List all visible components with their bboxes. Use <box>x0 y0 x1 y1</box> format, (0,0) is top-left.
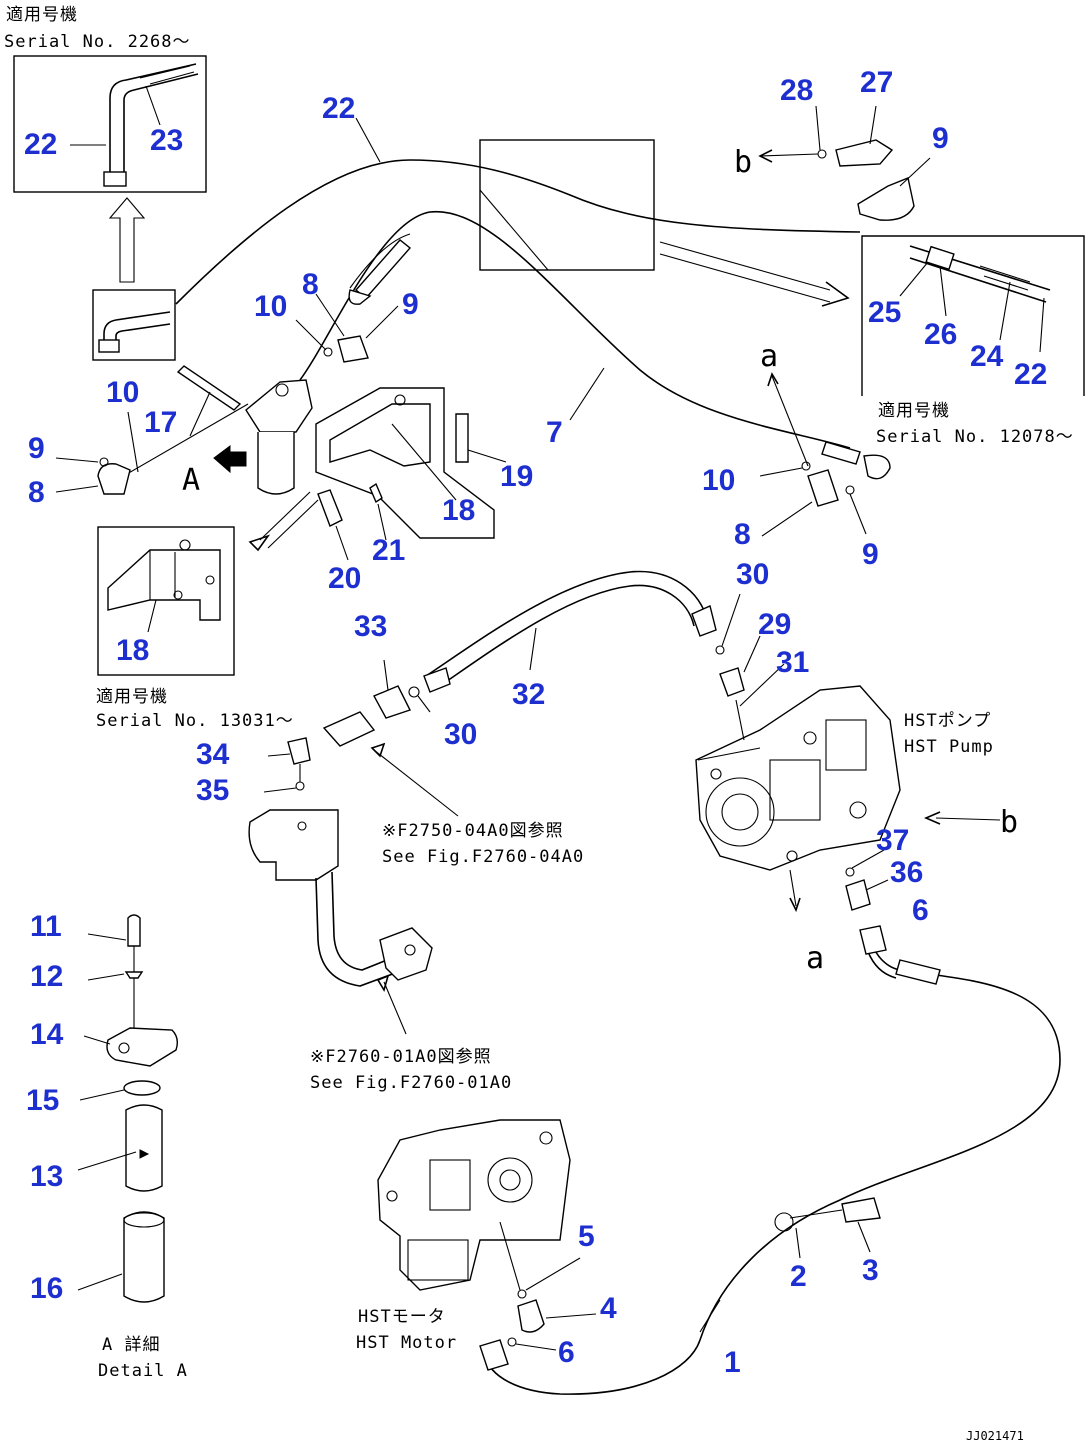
note-motor-jp: HSTモータ <box>358 1307 446 1327</box>
callout-18: 18 <box>442 494 475 527</box>
callout-33: 33 <box>354 610 387 643</box>
callout-15: 15 <box>26 1084 59 1117</box>
callout-4: 4 <box>600 1292 617 1325</box>
fittings-a-b <box>758 105 931 537</box>
callout-9: 9 <box>932 122 949 155</box>
callout-6: 6 <box>912 894 929 927</box>
callout-5: 5 <box>578 1220 595 1253</box>
note-see2-en: See Fig.F2760-01A0 <box>310 1073 512 1093</box>
note-see1-en: See Fig.F2760-04A0 <box>382 847 584 867</box>
callout-30: 30 <box>736 558 769 591</box>
callout-18: 18 <box>116 634 149 667</box>
hose-22-main <box>175 117 861 307</box>
callout-29: 29 <box>758 608 791 641</box>
letter-b-top: b <box>734 145 752 180</box>
callout-7: 7 <box>546 416 563 449</box>
callout-25: 25 <box>868 296 901 329</box>
hose-1 <box>479 925 1061 1395</box>
callout-12: 12 <box>30 960 63 993</box>
hose-32 <box>263 570 717 817</box>
callout-8: 8 <box>734 518 751 551</box>
letter-a-bottom: a <box>806 941 824 976</box>
note-detail-jp: A 詳細 <box>102 1335 160 1355</box>
callout-28: 28 <box>780 74 813 107</box>
callout-9: 9 <box>402 288 419 321</box>
inset-small-pipe <box>92 289 176 361</box>
callout-27: 27 <box>860 66 893 99</box>
note-right-en: Serial No. 12078～ <box>876 427 1074 447</box>
hst-pump: HSTポンプ HST Pump <box>695 593 1001 913</box>
callout-10: 10 <box>106 376 139 409</box>
note-detail-en: Detail A <box>98 1361 188 1381</box>
callout-9: 9 <box>28 432 45 465</box>
callout-6: 6 <box>558 1336 575 1369</box>
note-pump-jp: HSTポンプ <box>904 711 991 731</box>
note-motor-en: HST Motor <box>356 1333 457 1353</box>
callout-26: 26 <box>924 318 957 351</box>
callout-34: 34 <box>196 738 230 771</box>
detail-a: A 詳細 Detail A <box>77 914 188 1381</box>
callouts: 22 23 22 28 27 9 25 26 24 22 8 10 9 10 1… <box>24 66 1047 1379</box>
note-see1-jp: ※F2750-04A0図参照 <box>382 821 564 841</box>
inset-bracket-18: 適用号機 Serial No. 13031～ <box>96 526 294 731</box>
callout-20: 20 <box>328 562 361 595</box>
note-see2-jp: ※F2760-01A0図参照 <box>310 1047 492 1067</box>
callout-31: 31 <box>776 646 809 679</box>
note-top-left-jp: 適用号機 <box>6 5 78 25</box>
callout-16: 16 <box>30 1272 63 1305</box>
callout-19: 19 <box>500 460 533 493</box>
callout-14: 14 <box>30 1018 64 1051</box>
up-arrow <box>108 197 146 283</box>
callout-10: 10 <box>254 290 287 323</box>
callout-21: 21 <box>372 534 405 567</box>
callout-9: 9 <box>862 538 879 571</box>
callout-36: 36 <box>890 856 923 889</box>
callout-11: 11 <box>30 910 62 943</box>
note-right-jp: 適用号機 <box>878 401 950 421</box>
note-pump-en: HST Pump <box>904 737 994 757</box>
callout-24: 24 <box>970 340 1004 373</box>
callout-37: 37 <box>876 824 909 857</box>
callout-32: 32 <box>512 678 545 711</box>
callout-30: 30 <box>444 718 477 751</box>
letter-A-view: A <box>182 463 200 498</box>
note-bottom-left-jp: 適用号機 <box>96 687 168 707</box>
letter-b-right: b <box>1000 805 1018 840</box>
callout-22: 22 <box>322 92 355 125</box>
callout-17: 17 <box>144 406 177 439</box>
callout-22: 22 <box>1014 358 1047 391</box>
filter-assembly <box>55 293 399 552</box>
callout-2: 2 <box>790 1260 807 1293</box>
inset-right: 適用号機 Serial No. 12078～ <box>861 235 1085 447</box>
callout-8: 8 <box>302 268 319 301</box>
inset-top-left: 適用号機 Serial No. 2268～ <box>4 5 207 193</box>
callout-13: 13 <box>30 1160 63 1193</box>
callout-1: 1 <box>724 1346 741 1379</box>
hose-7 <box>299 210 891 480</box>
callout-35: 35 <box>196 774 229 807</box>
note-bottom-left-en: Serial No. 13031～ <box>96 711 294 731</box>
callout-23: 23 <box>150 124 183 157</box>
valve-block <box>248 809 433 1035</box>
callout-3: 3 <box>862 1254 879 1287</box>
hst-motor: HSTモータ HST Motor <box>356 1119 597 1353</box>
callout-8: 8 <box>28 476 45 509</box>
letter-a-top: a <box>760 339 778 374</box>
bracket-18-main <box>315 387 507 561</box>
note-top-left-en: Serial No. 2268～ <box>4 32 191 52</box>
callout-10: 10 <box>702 464 735 497</box>
doc-reference: JJ021471 <box>966 1429 1024 1443</box>
callout-22: 22 <box>24 128 57 161</box>
